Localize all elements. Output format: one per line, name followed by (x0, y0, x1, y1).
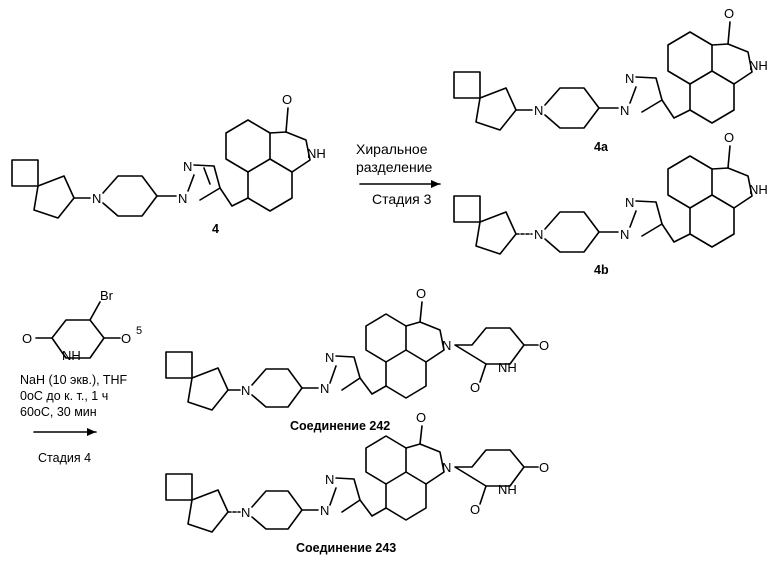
svg-text:N: N (241, 505, 250, 520)
step4-condition-1: NaH (10 экв.), THF (20, 373, 128, 387)
reagent-5-structure: Br O O NH 5 (22, 288, 142, 363)
svg-text:N: N (320, 503, 329, 518)
svg-text:N: N (620, 103, 629, 118)
svg-text:N: N (620, 227, 629, 242)
step4-condition-2: 0oC до к. т., 1 ч (20, 389, 108, 403)
svg-text:N: N (534, 103, 543, 118)
svg-text:N: N (534, 227, 543, 242)
svg-text:NH: NH (749, 58, 768, 73)
svg-text:O: O (22, 331, 32, 346)
compound-4b-structure: N N N O NH 4b (454, 130, 768, 277)
svg-text:O: O (121, 331, 131, 346)
svg-text:N: N (325, 350, 334, 365)
svg-text:N: N (442, 460, 451, 475)
svg-text:NH: NH (498, 482, 517, 497)
svg-text:O: O (724, 6, 734, 21)
compound-242-label: Соединение 242 (290, 419, 390, 433)
step3-condition-1: Хиральное (356, 141, 428, 157)
svg-text:N: N (625, 195, 634, 210)
svg-text:N: N (442, 338, 451, 353)
svg-text:O: O (539, 338, 549, 353)
step4-stage: Стадия 4 (38, 451, 91, 465)
step3-arrow-group: Хиральное разделение Стадия 3 (356, 141, 440, 207)
compound-4-structure: N N N O NH 4 (12, 92, 326, 236)
svg-text:O: O (416, 286, 426, 301)
svg-text:N: N (325, 472, 334, 487)
compound-4a-label: 4a (594, 140, 609, 154)
svg-text:Br: Br (100, 288, 114, 303)
svg-text:NH: NH (498, 360, 517, 375)
svg-text:N: N (320, 381, 329, 396)
svg-text:O: O (416, 410, 426, 425)
svg-text:N: N (241, 383, 250, 398)
svg-text:NH: NH (749, 182, 768, 197)
compound-242-structure: N N N O N O O NH Соединение 242 (166, 286, 549, 433)
step3-stage: Стадия 3 (372, 191, 432, 207)
atom-n: N (92, 191, 101, 206)
step3-condition-2: разделение (356, 159, 433, 175)
reagent-5-label: 5 (136, 325, 142, 337)
svg-text:NH: NH (307, 146, 326, 161)
compound-243-label: Соединение 243 (296, 541, 396, 555)
svg-text:N: N (183, 159, 192, 174)
svg-text:N: N (625, 71, 634, 86)
svg-text:O: O (539, 460, 549, 475)
svg-text:O: O (470, 380, 480, 395)
step4-condition-3: 60oC, 30 мин (20, 405, 97, 419)
compound-4b-label: 4b (594, 263, 609, 277)
compound-4a-structure: N N N O NH 4a (454, 6, 768, 154)
svg-text:NH: NH (62, 348, 81, 363)
svg-text:O: O (282, 92, 292, 107)
svg-text:N: N (178, 191, 187, 206)
step4-arrow-group: NaH (10 экв.), THF 0oC до к. т., 1 ч 60o… (20, 373, 128, 465)
svg-text:O: O (724, 130, 734, 145)
compound-4-label: 4 (212, 222, 219, 236)
svg-text:O: O (470, 502, 480, 517)
